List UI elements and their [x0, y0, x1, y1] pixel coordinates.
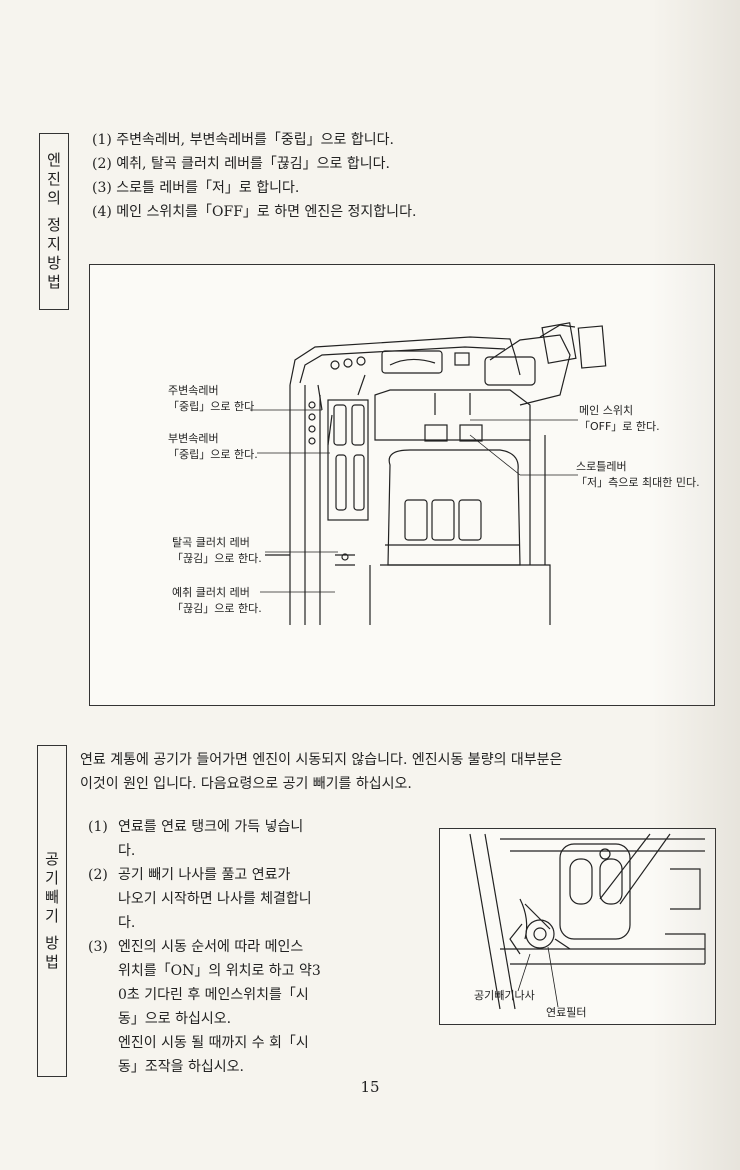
step-number: (1) — [88, 819, 108, 835]
callout-main-shift-lever: 주변속레버 「중립」으로 한다 — [168, 383, 254, 415]
tab-char: 엔 — [47, 151, 61, 169]
callout-bleed-screw: 공기빼기나사 — [474, 989, 535, 1002]
callout-sub-shift-lever: 부변속레버 「중립」으로 한다. — [168, 431, 258, 463]
step-body: 연료를 연료 탱크에 가득 넣습니 다. — [118, 815, 303, 863]
step-item: (2) 예취, 탈곡 클러치 레버를「끊김」으로 합니다. — [92, 156, 390, 172]
callout-line: 메인 스위치 — [579, 404, 634, 417]
callout-line: 「끊김」으로 한다. — [172, 552, 262, 565]
callout-threshing-clutch: 탈곡 클러치 레버 「끊김」으로 한다. — [172, 535, 262, 567]
step-item: (1) 연료를 연료 탱크에 가득 넣습니 다. — [88, 815, 348, 863]
tab-char: 방 — [45, 934, 59, 952]
cockpit-illustration — [250, 322, 607, 625]
step-line: 동」으로 하십시오. — [118, 1011, 232, 1027]
callout-throttle-lever: 스로틀레버 「저」측으로 최대한 민다. — [576, 459, 700, 491]
tab-char: 법 — [45, 953, 59, 971]
callout-line: 「중립」으로 한다. — [168, 448, 258, 461]
callout-line: 예취 클러치 레버 — [172, 586, 250, 599]
tab-char: 방 — [47, 254, 61, 272]
callout-line: 탈곡 클러치 레버 — [172, 536, 250, 549]
tab-char: 정 — [47, 216, 61, 234]
callout-line: 스로틀레버 — [576, 460, 627, 473]
callout-reaping-clutch: 예취 클러치 레버 「끊김」으로 한다. — [172, 585, 262, 617]
step-line: 공기 빼기 나사를 풀고 연료가 — [118, 867, 291, 883]
step-line: 다. — [118, 915, 136, 931]
callout-line: 「OFF」로 한다. — [579, 420, 660, 433]
step-number: (2) — [88, 867, 108, 883]
step-line: 동」조작을 하십시오. — [118, 1059, 244, 1075]
step-line: 엔진이 시동 될 때까지 수 회「시 — [118, 1035, 309, 1051]
callout-line: 「끊김」으로 한다. — [172, 602, 262, 615]
intro-line: 이것이 원인 입니다. 다음요령으로 공기 빼기를 하십시오. — [80, 776, 412, 792]
step-body: 엔진의 시동 순서에 따라 메인스 위치를「ON」의 위치로 하고 약3 0초 … — [118, 935, 321, 1079]
section-tab-engine-stop: 엔 진 의 정 지 방 법 — [39, 133, 69, 310]
intro-line: 연료 계통에 공기가 들어가면 엔진이 시동되지 않습니다. 엔진시동 불량의 … — [80, 752, 563, 768]
section-tab-air-bleed: 공 기 빼 기 방 법 — [37, 745, 67, 1077]
callout-line: 주변속레버 — [168, 384, 219, 397]
step-line: 위치를「ON」의 위치로 하고 약3 — [118, 963, 321, 979]
page-number: 15 — [360, 1078, 380, 1096]
tab-char: 빼 — [45, 888, 59, 906]
engine-stop-steps: (1) 주변속레버, 부변속레버를「중립」으로 합니다. (2) 예취, 탈곡 … — [92, 128, 416, 224]
tab-char: 기 — [45, 907, 59, 925]
step-number: (3) — [88, 939, 108, 955]
step-line: 0초 기다린 후 메인스위치를「시 — [118, 987, 309, 1003]
tab-char: 지 — [47, 235, 61, 253]
callout-main-switch: 메인 스위치 「OFF」로 한다. — [579, 403, 660, 435]
step-line: 엔진의 시동 순서에 따라 메인스 — [118, 939, 304, 955]
callout-line: 부변속레버 — [168, 432, 219, 445]
callout-fuel-filter: 연료필터 — [546, 1006, 587, 1019]
cockpit-figure: 주변속레버 「중립」으로 한다 부변속레버 「중립」으로 한다. 탈곡 클러치 … — [89, 264, 715, 706]
step-line: 다. — [118, 843, 136, 859]
air-bleed-intro: 연료 계통에 공기가 들어가면 엔진이 시동되지 않습니다. 엔진시동 불량의 … — [80, 748, 660, 796]
step-body: 공기 빼기 나사를 풀고 연료가 나오기 시작하면 나사를 체결합니 다. — [118, 863, 312, 935]
step-item: (2) 공기 빼기 나사를 풀고 연료가 나오기 시작하면 나사를 체결합니 다… — [88, 863, 348, 935]
tab-char: 의 — [47, 189, 61, 207]
fuel-filter-illustration — [469, 833, 706, 1010]
tab-char: 공 — [45, 850, 59, 868]
step-item: (4) 메인 스위치를「OFF」로 하면 엔진은 정지합니다. — [92, 204, 417, 220]
step-item: (1) 주변속레버, 부변속레버를「중립」으로 합니다. — [92, 132, 394, 148]
tab-char: 법 — [47, 273, 61, 291]
fuel-filter-figure: 공기빼기나사 연료필터 — [439, 828, 716, 1025]
callout-line: 「저」측으로 최대한 민다. — [576, 476, 700, 489]
step-line: 나오기 시작하면 나사를 체결합니 — [118, 891, 312, 907]
tab-char: 진 — [47, 170, 61, 188]
step-item: (3) 스로틀 레버를「저」로 합니다. — [92, 180, 300, 196]
air-bleed-steps: (1) 연료를 연료 탱크에 가득 넣습니 다. (2) 공기 빼기 나사를 풀… — [88, 815, 348, 1079]
step-item: (3) 엔진의 시동 순서에 따라 메인스 위치를「ON」의 위치로 하고 약3… — [88, 935, 348, 1079]
callout-line: 「중립」으로 한다 — [168, 400, 255, 413]
step-line: 연료를 연료 탱크에 가득 넣습니 — [118, 819, 304, 835]
tab-char: 기 — [45, 869, 59, 887]
